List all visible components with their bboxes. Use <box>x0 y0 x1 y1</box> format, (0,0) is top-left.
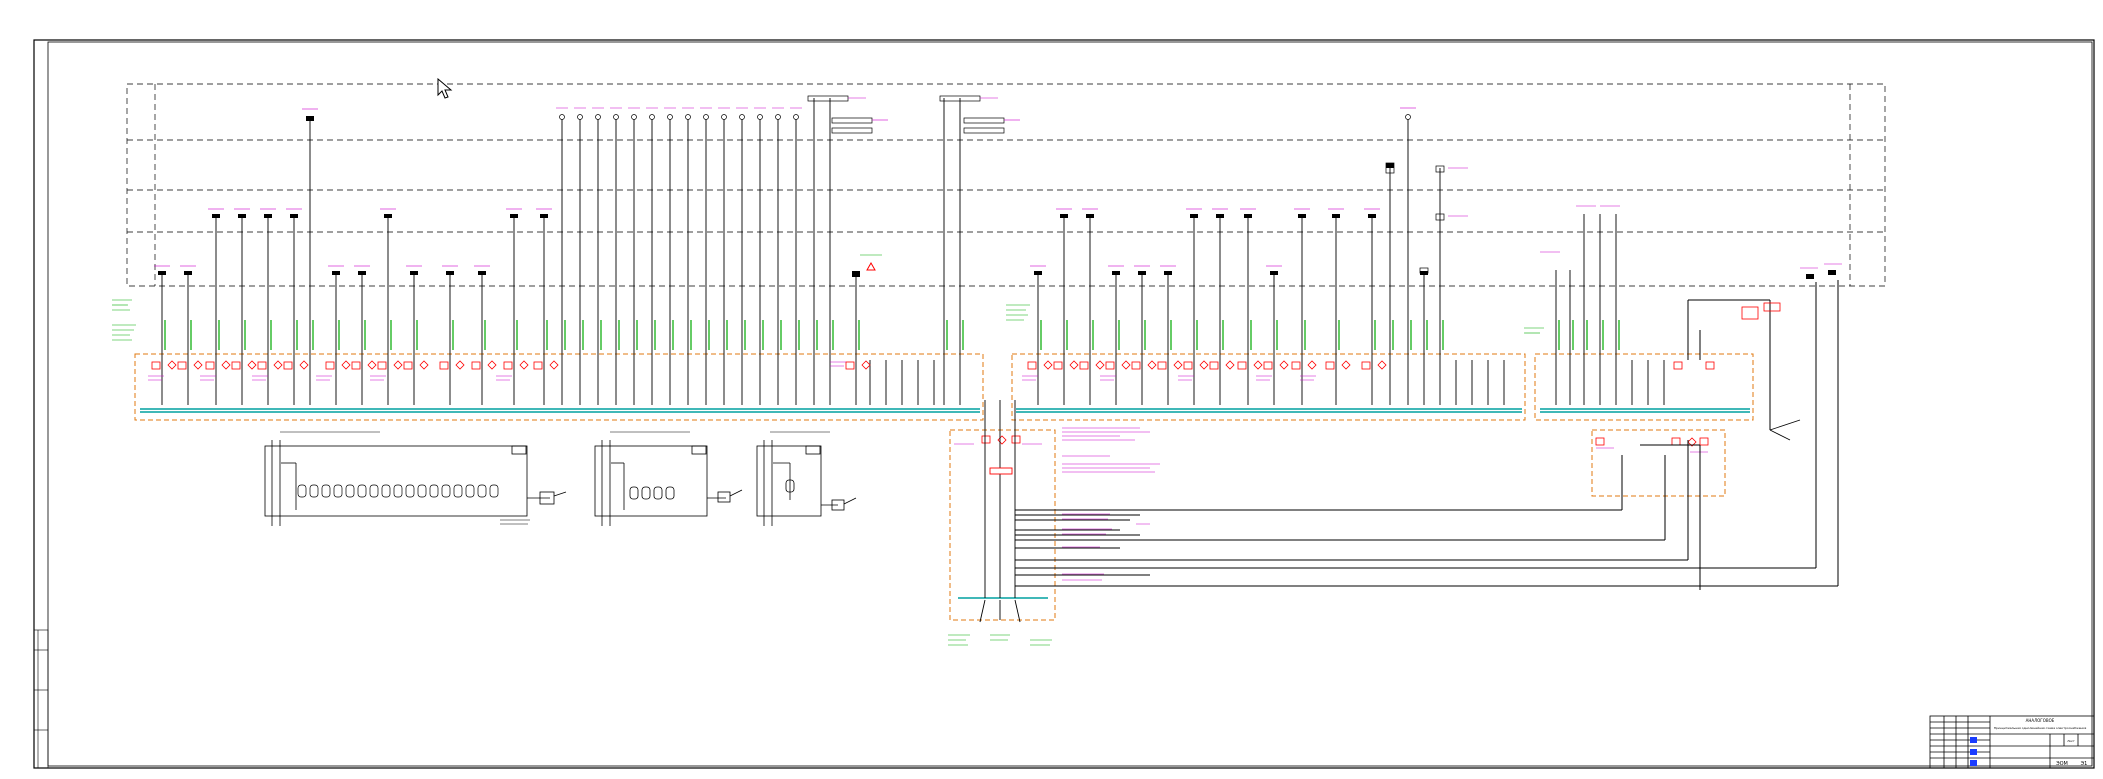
feeders-group-3 <box>1555 214 1665 405</box>
breakers <box>151 361 1715 446</box>
cabinet-2 <box>594 440 743 526</box>
outer-frame <box>33 39 2095 769</box>
incomer-labels <box>1062 513 1150 581</box>
warning-triangle-icon <box>852 254 882 277</box>
binding-strip <box>33 629 49 769</box>
cabinet-1-modules <box>297 484 499 498</box>
ext-box <box>1741 302 1801 441</box>
consumer-tags <box>158 116 1836 279</box>
title-block-sheet-no: ЭОМ <box>2056 761 2068 767</box>
panel-frames <box>134 353 1754 621</box>
feeders-group-2 <box>1037 118 1505 405</box>
title-block-line3: Лист <box>2067 739 2075 743</box>
incomer <box>979 400 1150 623</box>
label-marks <box>154 97 1842 473</box>
title-block-sheet-code: Э1 <box>2081 761 2088 767</box>
mouse-pointer-icon <box>437 78 453 99</box>
cable-labels <box>164 320 1620 350</box>
title-block <box>1929 715 2095 769</box>
feeders-group-1 <box>161 98 961 405</box>
lamp-symbols <box>559 114 1411 120</box>
title-block-logos <box>1970 737 1977 766</box>
cabinet-3 <box>756 440 857 526</box>
cable-notes <box>112 299 1544 646</box>
cabinet-1 <box>264 440 567 526</box>
title-block-line1: АНАЛОГОВОЕ <box>2026 718 2055 723</box>
top-devices <box>807 95 1445 274</box>
breaker-notes <box>148 361 1708 453</box>
trunk-cables <box>1015 280 1839 590</box>
level-band <box>126 83 1886 287</box>
cabinet-captions <box>280 431 830 525</box>
bus-bars <box>140 408 1750 599</box>
title-block-line2: Принципиальная однолинейная схема электр… <box>1994 726 2087 730</box>
inner-frame <box>47 41 2093 767</box>
diff-relays <box>167 360 1697 447</box>
